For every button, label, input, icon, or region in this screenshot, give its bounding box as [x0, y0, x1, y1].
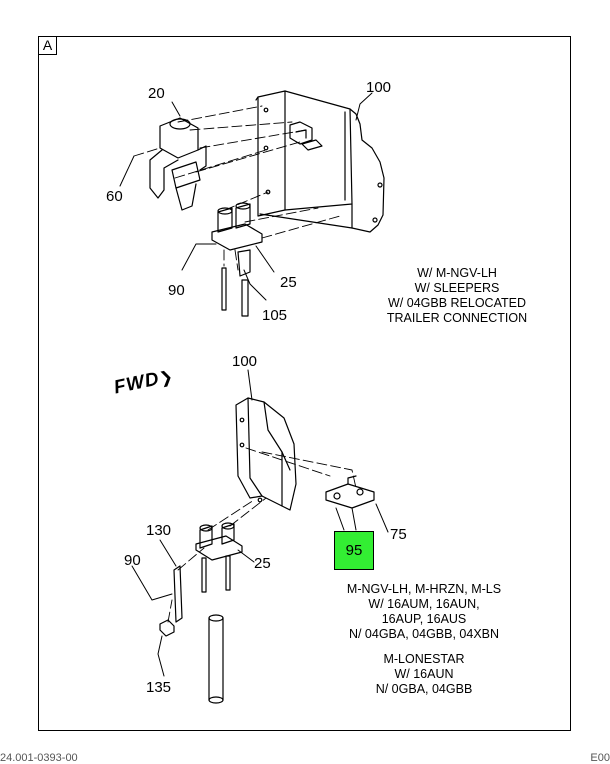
callout-25-top: 25 — [280, 274, 297, 291]
note-bottom-1-line-2: W/ 16AUM, 16AUN, — [368, 597, 480, 611]
fitting-25-bottom — [195, 522, 243, 593]
bracket-100-top — [255, 90, 385, 233]
note-bottom-2-line-1: M-LONESTAR — [383, 652, 465, 666]
callout-95: 95 — [345, 542, 363, 559]
callout-75-bottom: 75 — [390, 526, 407, 543]
note-top-line-3: W/ 04GBB RELOCATED — [387, 296, 526, 310]
fitting-25-top — [211, 202, 263, 317]
note-bottom-2-line-2: W/ 16AUN — [394, 667, 454, 681]
callout-95-highlight[interactable]: 95 — [334, 531, 374, 570]
callout-20-top: 20 — [148, 85, 165, 102]
note-top-line-1: W/ M-NGV-LH — [417, 266, 497, 280]
callout-135-bottom: 135 — [146, 679, 172, 696]
note-bottom-1-line-3: 16AUP, 16AUS — [381, 612, 467, 626]
callout-100-bottom: 100 — [232, 353, 258, 370]
callout-60-top: 60 — [106, 188, 123, 205]
clip-135 — [159, 619, 175, 637]
callout-100-top: 100 — [366, 79, 392, 96]
note-bottom-1: M-NGV-LH, M-HRZN, M-LS W/ 16AUM, 16AUN, … — [347, 582, 501, 642]
callout-25-bottom: 25 — [254, 555, 271, 572]
note-bottom-1-line-1: M-NGV-LH, M-HRZN, M-LS — [346, 582, 502, 596]
note-bottom-1-line-4: N/ 04GBA, 04GBB, 04XBN — [348, 627, 500, 641]
note-top-line-2: W/ SLEEPERS — [414, 281, 500, 295]
bracket-100-bottom — [235, 397, 297, 511]
drawing-revision: E00 — [590, 752, 610, 764]
drawing-number: 24.001-0393-00 — [0, 752, 78, 764]
callout-90-bottom: 90 — [124, 552, 141, 569]
note-bottom-2: M-LONESTAR W/ 16AUN N/ 0GBA, 04GBB — [376, 652, 473, 697]
callout-105-top: 105 — [262, 307, 288, 324]
callout-90-top: 90 — [168, 282, 185, 299]
rod — [208, 614, 224, 704]
note-top-line-4: TRAILER CONNECTION — [386, 311, 528, 325]
holder-20 — [149, 117, 207, 211]
plate-130 — [173, 565, 183, 623]
clip-75 — [325, 475, 375, 509]
callout-130-bottom: 130 — [146, 522, 172, 539]
note-bottom-2-line-3: N/ 0GBA, 04GBB — [375, 682, 473, 696]
note-top: W/ M-NGV-LH W/ SLEEPERS W/ 04GBB RELOCAT… — [387, 266, 527, 326]
diagram-frame — [38, 36, 571, 731]
panel-letter: A — [38, 36, 57, 55]
